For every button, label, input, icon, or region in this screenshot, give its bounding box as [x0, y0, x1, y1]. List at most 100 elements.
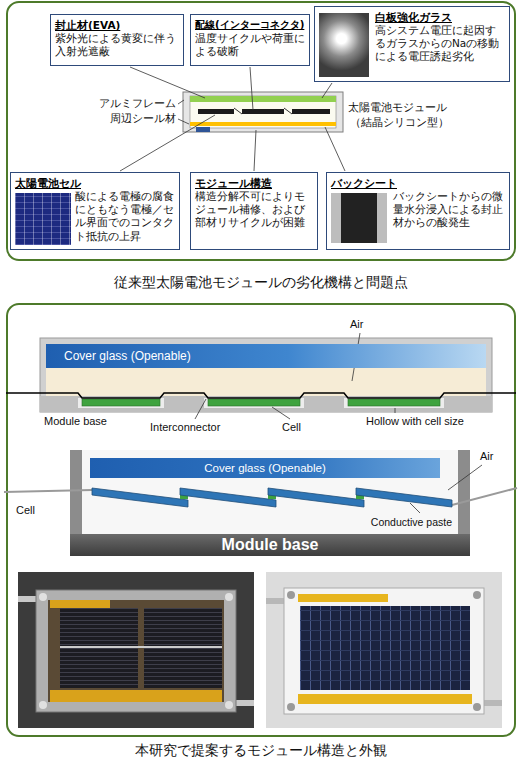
module-cross-section — [183, 92, 343, 132]
proposed-module-section — [6, 333, 516, 419]
leader-line — [178, 119, 189, 124]
callout-body: 酸による電極の腐食にともなう電極／セル界面でのコンタクト抵抗の上昇 — [75, 190, 175, 243]
leader-line — [395, 408, 396, 413]
hollow — [344, 398, 444, 408]
callout-box: モジュール構造構造分解不可によりモジュール補修、および部材リサイクルが困難 — [190, 172, 318, 250]
leader-line — [272, 407, 290, 419]
module-base — [284, 588, 484, 714]
photo-ground — [266, 572, 502, 728]
labelled-band: Cover glass (Openable) — [46, 344, 486, 368]
part-label: Hollow with cell size — [366, 415, 464, 428]
callout-heading: 配線(インターコネクタ) — [195, 18, 305, 32]
callout-heading: バックシート — [331, 176, 505, 190]
screw — [473, 703, 481, 711]
screw — [287, 591, 295, 599]
part-label: Interconnector — [150, 421, 220, 434]
callout-body: 紫外光による黄変に伴う入射光遮蔽 — [55, 32, 179, 58]
band-text: Module base — [222, 536, 319, 554]
lead-tab — [266, 598, 286, 604]
glass-layer — [190, 96, 336, 102]
interconnector — [284, 108, 292, 114]
cell — [292, 109, 330, 114]
callout-heading: 封止材(EVA) — [55, 18, 179, 32]
part-label: Module base — [44, 415, 107, 428]
cell — [208, 399, 300, 406]
screw — [39, 593, 47, 601]
cell — [180, 488, 276, 507]
base-wall — [70, 450, 82, 536]
part-label: アルミフレーム — [0, 97, 176, 110]
leader-line — [250, 67, 253, 110]
labelled-band: Module base — [70, 534, 470, 556]
part-label: 周辺シール材 — [0, 112, 176, 125]
part-label: Conductive paste — [152, 516, 452, 529]
callout-box: 配線(インターコネクタ)温度サイクルや荷重による破断 — [190, 14, 310, 66]
callout-heading: 白板強化ガラス — [375, 10, 505, 24]
callout-box: 太陽電池セル酸による電極の腐食にともなう電極／セル界面でのコンタクト抵抗の上昇 — [10, 172, 180, 250]
callout-body: 構造分解不可によりモジュール補修、および部材リサイクルが困難 — [195, 190, 313, 229]
cell — [92, 488, 188, 507]
callout-box: 封止材(EVA)紫外光による黄変に伴う入射光遮蔽 — [50, 14, 184, 66]
leader-line — [254, 130, 256, 171]
cell — [198, 109, 234, 114]
part-label: （結晶シリコン型） — [350, 116, 449, 129]
part-label: Cell — [16, 504, 35, 517]
metal-frame — [36, 590, 236, 712]
lead-tab — [18, 596, 38, 602]
aluminium-frame — [183, 92, 343, 132]
junction-box — [196, 127, 210, 132]
interconnector — [6, 393, 516, 398]
cell — [356, 488, 452, 507]
cell-lead — [452, 488, 517, 505]
labelled-band: Cover glass (Openable) — [90, 458, 440, 478]
figure-caption: 本研究で提案するモジュール構造と外観 — [0, 742, 522, 759]
screw — [225, 593, 233, 601]
photo — [319, 13, 369, 77]
tape — [50, 690, 222, 702]
backsheet — [190, 122, 336, 126]
base-wall — [458, 450, 470, 536]
interconnector — [234, 108, 242, 114]
cell — [268, 488, 364, 507]
shingled-module-section — [4, 450, 517, 536]
module-frame — [40, 338, 492, 412]
leader-line — [178, 100, 184, 104]
base — [48, 600, 224, 702]
photo-prototype-left — [18, 572, 254, 728]
cell-array — [300, 606, 470, 690]
photo — [15, 193, 71, 245]
callout-heading: 太陽電池セル — [15, 176, 175, 190]
photo-ground — [18, 572, 254, 728]
callout-body: 高システム電圧に起因するガラスからのNaの移動による電圧誘起劣化 — [375, 24, 505, 63]
part-label: 太陽電池モジュール — [348, 101, 447, 114]
figure-caption: 従来型太陽電池モジュールの劣化機構と問題点 — [0, 274, 522, 291]
air-gap — [82, 450, 458, 534]
tape — [50, 600, 110, 608]
photo-prototype-right — [266, 572, 502, 728]
screw — [287, 703, 295, 711]
cell-lead — [4, 490, 92, 492]
tape — [298, 594, 388, 602]
screw — [39, 701, 47, 709]
callout-body: 温度サイクルや荷重による破断 — [195, 32, 305, 58]
panel-border — [7, 2, 515, 260]
lead-tab — [234, 700, 254, 706]
hollow — [204, 398, 304, 408]
air-gap — [46, 368, 486, 396]
leader-line — [130, 67, 205, 98]
hollow — [78, 398, 164, 408]
part-label: Air — [480, 450, 493, 463]
tape — [298, 694, 472, 704]
leader-line — [410, 503, 420, 513]
screw — [225, 701, 233, 709]
busbar — [60, 646, 222, 648]
cell — [348, 399, 440, 406]
part-label: Air — [350, 318, 363, 331]
leader-line — [448, 465, 482, 490]
callout-box: 白板強化ガラス高システム電圧に起因するガラスからのNaの移動による電圧誘起劣化 — [314, 6, 510, 82]
encapsulant — [190, 96, 336, 128]
callout-body: バックシートからの微量水分浸入による封止材からの酸発生 — [393, 190, 505, 229]
part-label: Cell — [282, 421, 301, 434]
leader-line — [322, 83, 332, 98]
callout-heading: モジュール構造 — [195, 176, 313, 190]
